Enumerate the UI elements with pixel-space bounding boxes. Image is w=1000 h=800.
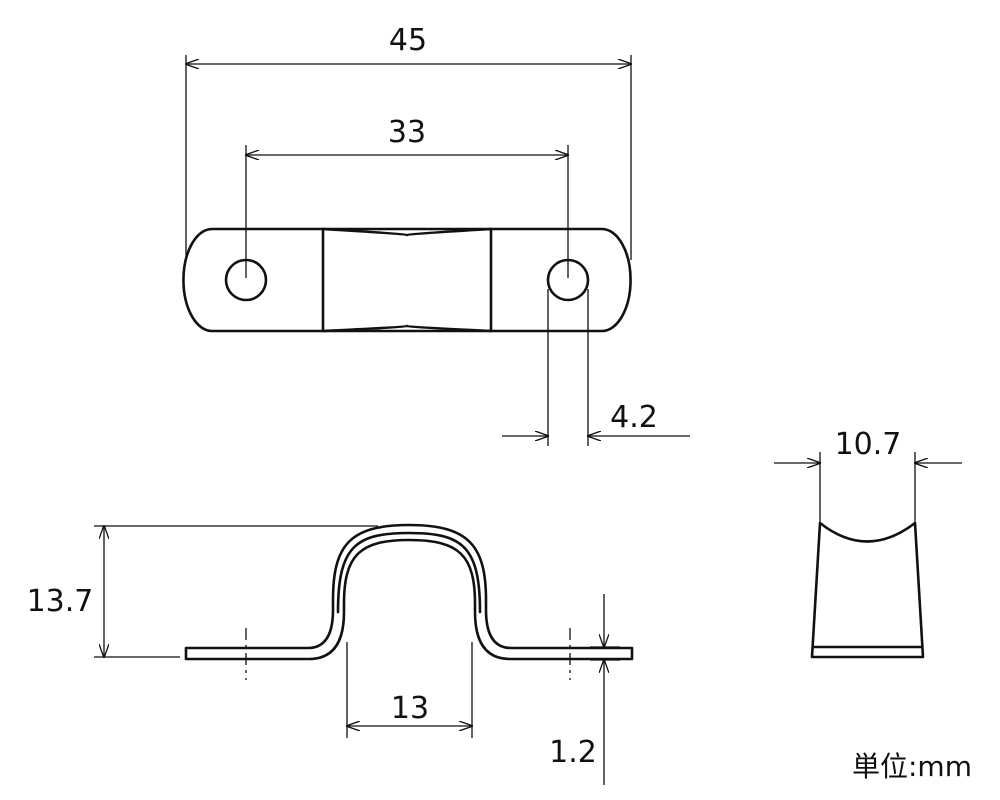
dim-hole-diameter-label: 4.2 (610, 400, 658, 435)
top-view-middle-band (321, 227, 493, 333)
dim-thickness-label: 1.2 (549, 735, 597, 770)
front-view-inner-arc (336, 531, 482, 614)
side-view: 10.7 (774, 427, 962, 659)
top-view-outline (182, 227, 632, 333)
unit-label: 単位:mm (852, 750, 972, 783)
dim-overall-length-label: 45 (389, 23, 427, 58)
side-view-outline (810, 521, 925, 659)
dim-height-label: 13.7 (27, 584, 94, 619)
dim-hole-pitch-label: 33 (388, 115, 426, 150)
front-view: 13.7 13 1.2 (27, 523, 634, 785)
dim-band-width-label: 10.7 (835, 427, 902, 462)
front-view-outline (184, 523, 634, 661)
dim-inner-width-label: 13 (391, 691, 429, 726)
top-view: 45 33 4.2 (182, 23, 690, 446)
